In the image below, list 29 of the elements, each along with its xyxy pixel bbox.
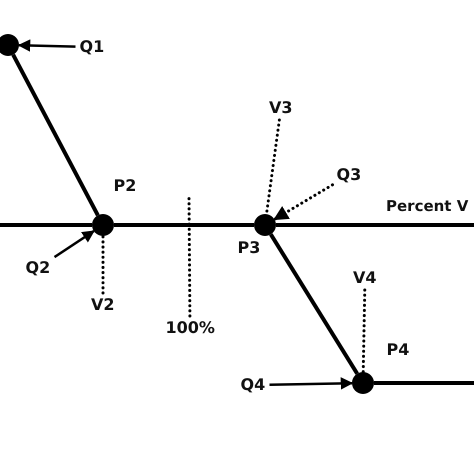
point-label: Q1: [80, 38, 104, 56]
point-dot: [352, 372, 374, 394]
point-label: V2: [91, 296, 115, 314]
leader-line: [362, 288, 366, 374]
point-label: P3: [238, 239, 260, 257]
axis-label: Percent V: [386, 198, 468, 214]
point-label: Q2: [26, 259, 50, 277]
connector-line: [11, 54, 100, 216]
point-label: Q4: [240, 376, 266, 394]
connector-line: [269, 233, 359, 375]
point-dot: [92, 214, 114, 236]
arrow: [269, 377, 354, 390]
point-label: V4: [353, 269, 377, 287]
arrow: [54, 230, 95, 258]
point-label: 100%: [166, 319, 215, 337]
arrow: [18, 39, 76, 52]
leader-line: [188, 196, 192, 318]
connector-line: [276, 223, 474, 227]
leader-line: [102, 234, 104, 294]
point-label: P2: [114, 177, 136, 195]
point-label: P4: [386, 341, 410, 359]
point-label: Q3: [336, 166, 362, 184]
connector-line: [0, 223, 92, 227]
connector-line: [374, 381, 474, 385]
point-dot: [254, 214, 276, 236]
point-dot: [0, 34, 19, 56]
connector-line: [114, 223, 254, 227]
arrow: [272, 183, 334, 221]
point-label: V3: [269, 99, 293, 117]
